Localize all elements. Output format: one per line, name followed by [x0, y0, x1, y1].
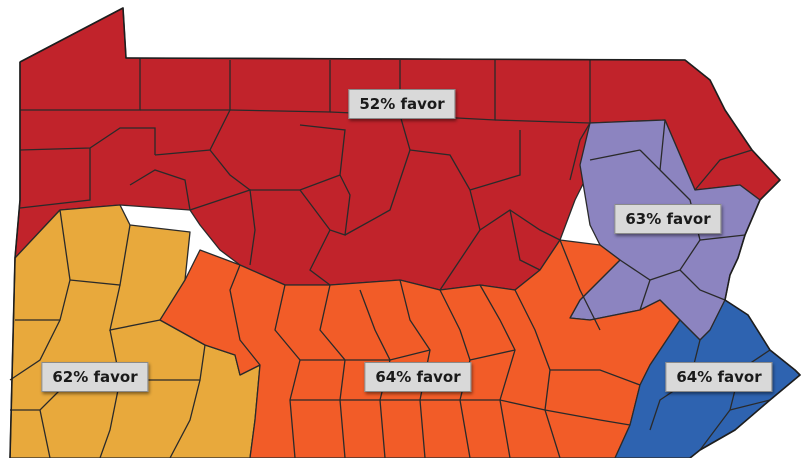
region-outlines	[9, 7, 801, 458]
region-label-northeast: 63% favor	[614, 204, 722, 234]
county-lines	[9, 58, 771, 458]
region-label-central-south: 64% favor	[364, 362, 472, 392]
region-label-southeast: 64% favor	[665, 362, 773, 392]
region-label-southwest: 62% favor	[41, 362, 149, 392]
region-label-north: 52% favor	[348, 89, 456, 119]
